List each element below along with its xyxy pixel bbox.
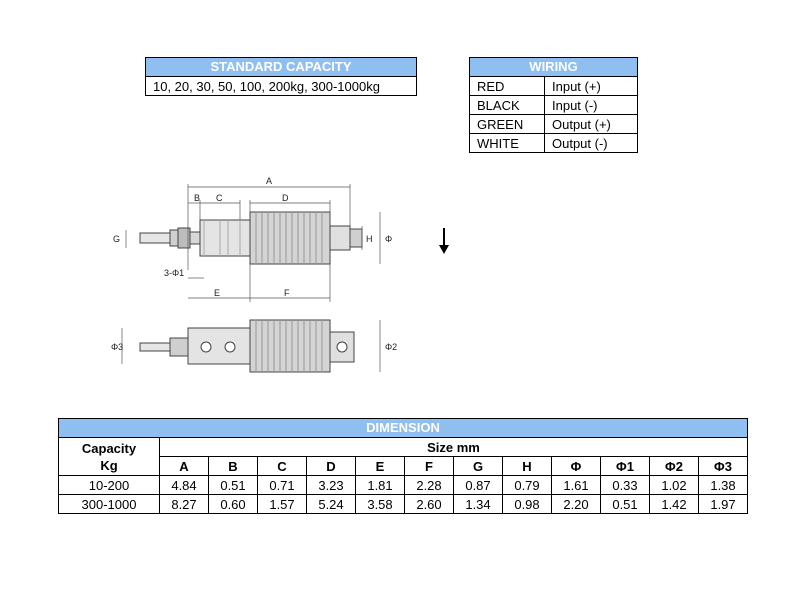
dim-label-a: A	[266, 176, 272, 186]
wire-signal: Output (+)	[544, 114, 638, 134]
col-header: A	[159, 456, 209, 476]
value-cell: 0.51	[208, 475, 258, 495]
col-header: D	[306, 456, 356, 476]
col-header: Φ	[551, 456, 601, 476]
size-header: Size mm	[159, 437, 748, 457]
value-cell: 0.60	[208, 494, 258, 514]
wiring-row: WHITE Output (-)	[469, 133, 638, 153]
dim-label-b: B	[194, 193, 200, 203]
value-cell: 1.38	[698, 475, 748, 495]
value-cell: 1.02	[649, 475, 699, 495]
table-row: 10-200 4.84 0.51 0.71 3.23 1.81 2.28 0.8…	[58, 475, 748, 495]
value-cell: 1.81	[355, 475, 405, 495]
dim-label-e: E	[214, 288, 220, 298]
col-header: Φ2	[649, 456, 699, 476]
value-cell: 8.27	[159, 494, 209, 514]
standard-capacity-value: 10, 20, 30, 50, 100, 200kg, 300-1000kg	[145, 76, 417, 96]
col-header: F	[404, 456, 454, 476]
value-cell: 1.57	[257, 494, 307, 514]
dim-label-phi3: Φ3	[111, 342, 123, 352]
value-cell: 0.71	[257, 475, 307, 495]
dim-label-g: G	[113, 234, 120, 244]
wire-color: BLACK	[469, 95, 545, 115]
value-cell: 2.60	[404, 494, 454, 514]
dim-label-h: H	[366, 234, 373, 244]
capacity-cell: 300-1000	[58, 494, 160, 514]
capacity-header: Capacity Kg	[58, 437, 160, 476]
col-header: C	[257, 456, 307, 476]
value-cell: 0.87	[453, 475, 503, 495]
wiring-row: RED Input (+)	[469, 76, 638, 96]
column-headers: A B C D E F G H Φ Φ1 Φ2 Φ3	[59, 456, 748, 476]
dim-label-phi1: 3-Φ1	[164, 268, 184, 278]
dimension-title: DIMENSION	[58, 418, 748, 438]
value-cell: 0.79	[502, 475, 552, 495]
wiring-row: BLACK Input (-)	[469, 95, 638, 115]
value-cell: 0.98	[502, 494, 552, 514]
wire-signal: Input (-)	[544, 95, 638, 115]
wire-signal: Output (-)	[544, 133, 638, 153]
dim-label-f: F	[284, 288, 290, 298]
dim-label-d: D	[282, 193, 289, 203]
col-header: Φ3	[698, 456, 748, 476]
value-cell: 0.51	[600, 494, 650, 514]
value-cell: 0.33	[600, 475, 650, 495]
capacity-header-line1: Capacity	[81, 440, 137, 456]
col-header: B	[208, 456, 258, 476]
load-cell-drawing: A B C D G H Φ 3-Φ1 E F	[111, 176, 397, 373]
wiring-title: WIRING	[469, 57, 638, 77]
value-cell: 3.58	[355, 494, 405, 514]
value-cell: 2.20	[551, 494, 601, 514]
standard-capacity-table: STANDARD CAPACITY 10, 20, 30, 50, 100, 2…	[145, 57, 417, 96]
value-cell: 1.34	[453, 494, 503, 514]
wiring-row: GREEN Output (+)	[469, 114, 638, 134]
load-cell-side-view: A B C D G H Φ 3-Φ1 E F	[113, 176, 392, 302]
standard-capacity-title: STANDARD CAPACITY	[145, 57, 417, 77]
wire-signal: Input (+)	[544, 76, 638, 96]
value-cell: 1.61	[551, 475, 601, 495]
col-header: E	[355, 456, 405, 476]
dimension-table: DIMENSION Capacity Kg Size mm A B C D E …	[58, 418, 748, 514]
dim-label-phi: Φ	[385, 234, 392, 244]
value-cell: 5.24	[306, 494, 356, 514]
value-cell: 3.23	[306, 475, 356, 495]
col-header: Φ1	[600, 456, 650, 476]
load-cell-top-view: Φ3 Φ2	[111, 319, 397, 373]
value-cell: 4.84	[159, 475, 209, 495]
col-header: G	[453, 456, 503, 476]
down-arrow-icon	[439, 228, 449, 254]
wire-color: RED	[469, 76, 545, 96]
value-cell: 2.28	[404, 475, 454, 495]
table-row: 300-1000 8.27 0.60 1.57 5.24 3.58 2.60 1…	[58, 494, 748, 514]
capacity-cell: 10-200	[58, 475, 160, 495]
wire-color: GREEN	[469, 114, 545, 134]
wiring-table: WIRING RED Input (+) BLACK Input (-) GRE…	[469, 57, 638, 153]
col-header: H	[502, 456, 552, 476]
capacity-header-line2: Kg	[100, 457, 118, 473]
dim-label-phi2: Φ2	[385, 342, 397, 352]
value-cell: 1.97	[698, 494, 748, 514]
value-cell: 1.42	[649, 494, 699, 514]
dim-label-c: C	[216, 193, 223, 203]
wire-color: WHITE	[469, 133, 545, 153]
